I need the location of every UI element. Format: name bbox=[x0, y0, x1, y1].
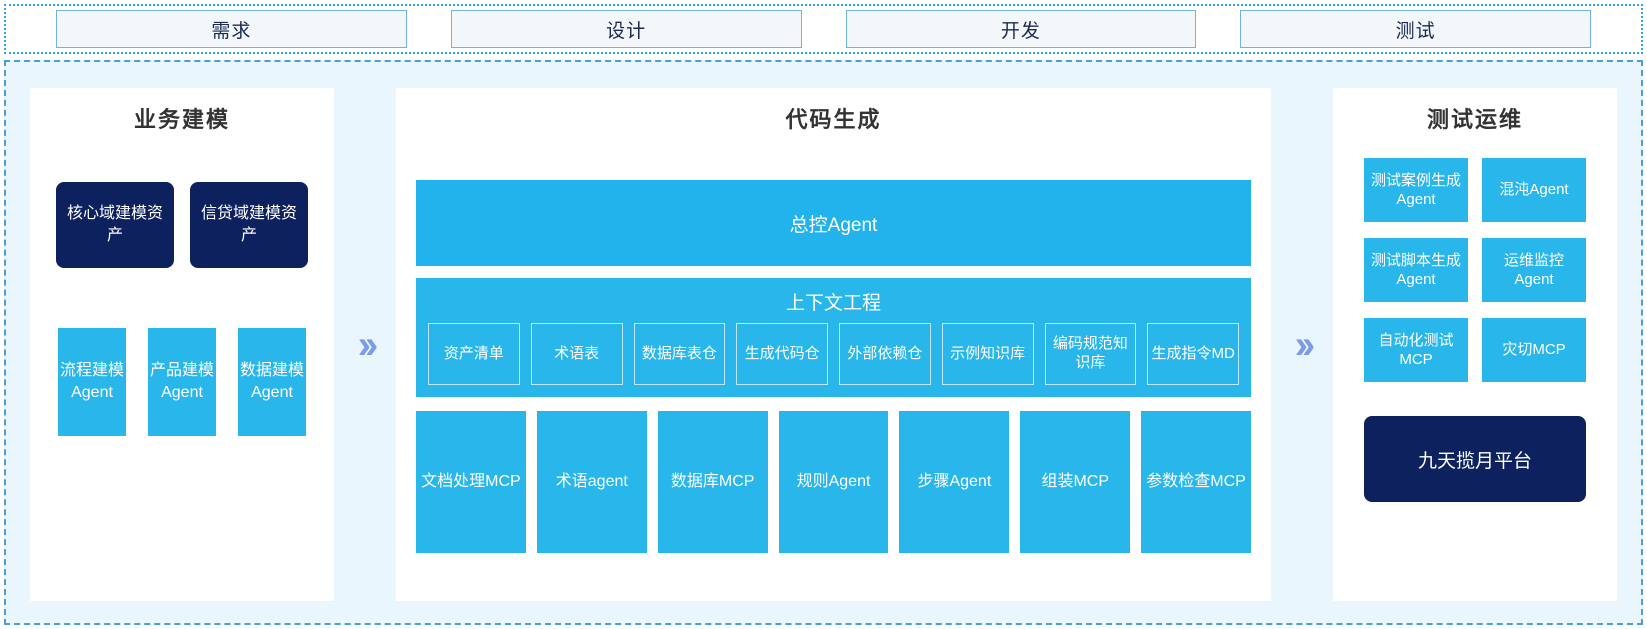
phase-tab-testing[interactable]: 测试 bbox=[1240, 10, 1591, 48]
main-diagram-band: 业务建模 核心域建模资产 信贷域建模资产 流程建模Agent 产品建模Agent… bbox=[4, 60, 1643, 625]
asset-card-credit-domain[interactable]: 信贷域建模资产 bbox=[190, 182, 308, 268]
modeling-agent-data[interactable]: 数据建模Agent bbox=[238, 328, 306, 436]
phase-tab-development[interactable]: 开发 bbox=[845, 10, 1197, 48]
chevron-right-icon-left: ›› bbox=[357, 322, 379, 367]
context-item-external-dependency-repo[interactable]: 外部依赖仓 bbox=[839, 323, 931, 385]
test-ops-card-automated-testing-mcp[interactable]: 自动化测试MCP bbox=[1364, 318, 1468, 382]
context-item-db-table-repo[interactable]: 数据库表仓 bbox=[633, 323, 726, 385]
tool-card-row: 文档处理MCP 术语agent 数据库MCP 规则Agent 步骤Agent 组… bbox=[416, 411, 1252, 553]
context-item-generated-code-repo[interactable]: 生成代码仓 bbox=[736, 323, 828, 385]
test-ops-card-test-script-generation-agent[interactable]: 测试脚本生成Agent bbox=[1364, 238, 1468, 302]
modeling-agent-product[interactable]: 产品建模Agent bbox=[148, 328, 216, 436]
modeling-agent-process[interactable]: 流程建模Agent bbox=[58, 328, 126, 436]
modeling-agent-row: 流程建模Agent 产品建模Agent 数据建模Agent bbox=[58, 328, 306, 436]
panel-title-code-generation: 代码生成 bbox=[785, 107, 882, 132]
chevron-right-icon-right: ›› bbox=[1294, 322, 1316, 367]
asset-card-core-domain[interactable]: 核心域建模资产 bbox=[56, 182, 174, 268]
asset-card-row: 核心域建模资产 信贷域建模资产 bbox=[56, 182, 308, 268]
context-item-row: 资产清单 术语表 数据库表仓 生成代码仓 外部依赖仓 示例知识库 编码规范知识库… bbox=[428, 323, 1239, 385]
panel-code-generation: 代码生成 总控Agent 上下文工程 资产清单 术语表 数据库表仓 生成代码仓 … bbox=[396, 88, 1271, 601]
tool-card-rule-agent[interactable]: 规则Agent bbox=[778, 411, 889, 553]
context-item-example-knowledge-base[interactable]: 示例知识库 bbox=[941, 323, 1034, 385]
context-item-coding-standard-knowledge-base[interactable]: 编码规范知识库 bbox=[1044, 323, 1137, 385]
context-engineering-band: 上下文工程 资产清单 术语表 数据库表仓 生成代码仓 外部依赖仓 示例知识库 编… bbox=[416, 278, 1251, 397]
test-ops-card-disaster-switch-mcp[interactable]: 灾切MCP bbox=[1482, 318, 1586, 382]
tool-card-glossary-agent[interactable]: 术语agent bbox=[536, 411, 647, 553]
context-item-asset-list[interactable]: 资产清单 bbox=[428, 323, 520, 385]
code-generation-content: 总控Agent 上下文工程 资产清单 术语表 数据库表仓 生成代码仓 外部依赖仓… bbox=[396, 138, 1271, 553]
tool-card-assembly-mcp[interactable]: 组装MCP bbox=[1020, 411, 1131, 553]
tool-card-parameter-check-mcp[interactable]: 参数检查MCP bbox=[1141, 411, 1252, 553]
phase-tab-design[interactable]: 设计 bbox=[450, 10, 802, 48]
tool-card-step-agent[interactable]: 步骤Agent bbox=[899, 411, 1010, 553]
platform-card-jiutian-lanyue[interactable]: 九天揽月平台 bbox=[1364, 416, 1586, 502]
tool-card-document-processing-mcp[interactable]: 文档处理MCP bbox=[416, 411, 526, 553]
phase-band: 需求 设计 开发 测试 bbox=[4, 4, 1643, 54]
context-item-glossary[interactable]: 术语表 bbox=[530, 323, 623, 385]
context-engineering-title: 上下文工程 bbox=[785, 293, 881, 314]
panel-title-test-operations: 测试运维 bbox=[1426, 107, 1523, 132]
master-control-agent-band[interactable]: 总控Agent bbox=[416, 180, 1251, 266]
panel-title-business-modeling: 业务建模 bbox=[133, 107, 230, 132]
test-ops-card-test-case-generation-agent[interactable]: 测试案例生成Agent bbox=[1364, 158, 1468, 222]
test-ops-card-grid: 测试案例生成Agent 混沌Agent 测试脚本生成Agent 运维监控Agen… bbox=[1364, 158, 1586, 382]
tool-card-database-mcp[interactable]: 数据库MCP bbox=[657, 411, 768, 553]
test-ops-card-chaos-agent[interactable]: 混沌Agent bbox=[1482, 158, 1586, 222]
test-ops-card-ops-monitoring-agent[interactable]: 运维监控Agent bbox=[1482, 238, 1586, 302]
panel-business-modeling: 业务建模 核心域建模资产 信贷域建模资产 流程建模Agent 产品建模Agent… bbox=[30, 88, 334, 601]
context-item-generation-instruction-md[interactable]: 生成指令MD bbox=[1147, 323, 1239, 385]
panel-test-operations: 测试运维 测试案例生成Agent 混沌Agent 测试脚本生成Agent 运维监… bbox=[1333, 88, 1617, 601]
phase-tab-requirements[interactable]: 需求 bbox=[56, 10, 407, 48]
